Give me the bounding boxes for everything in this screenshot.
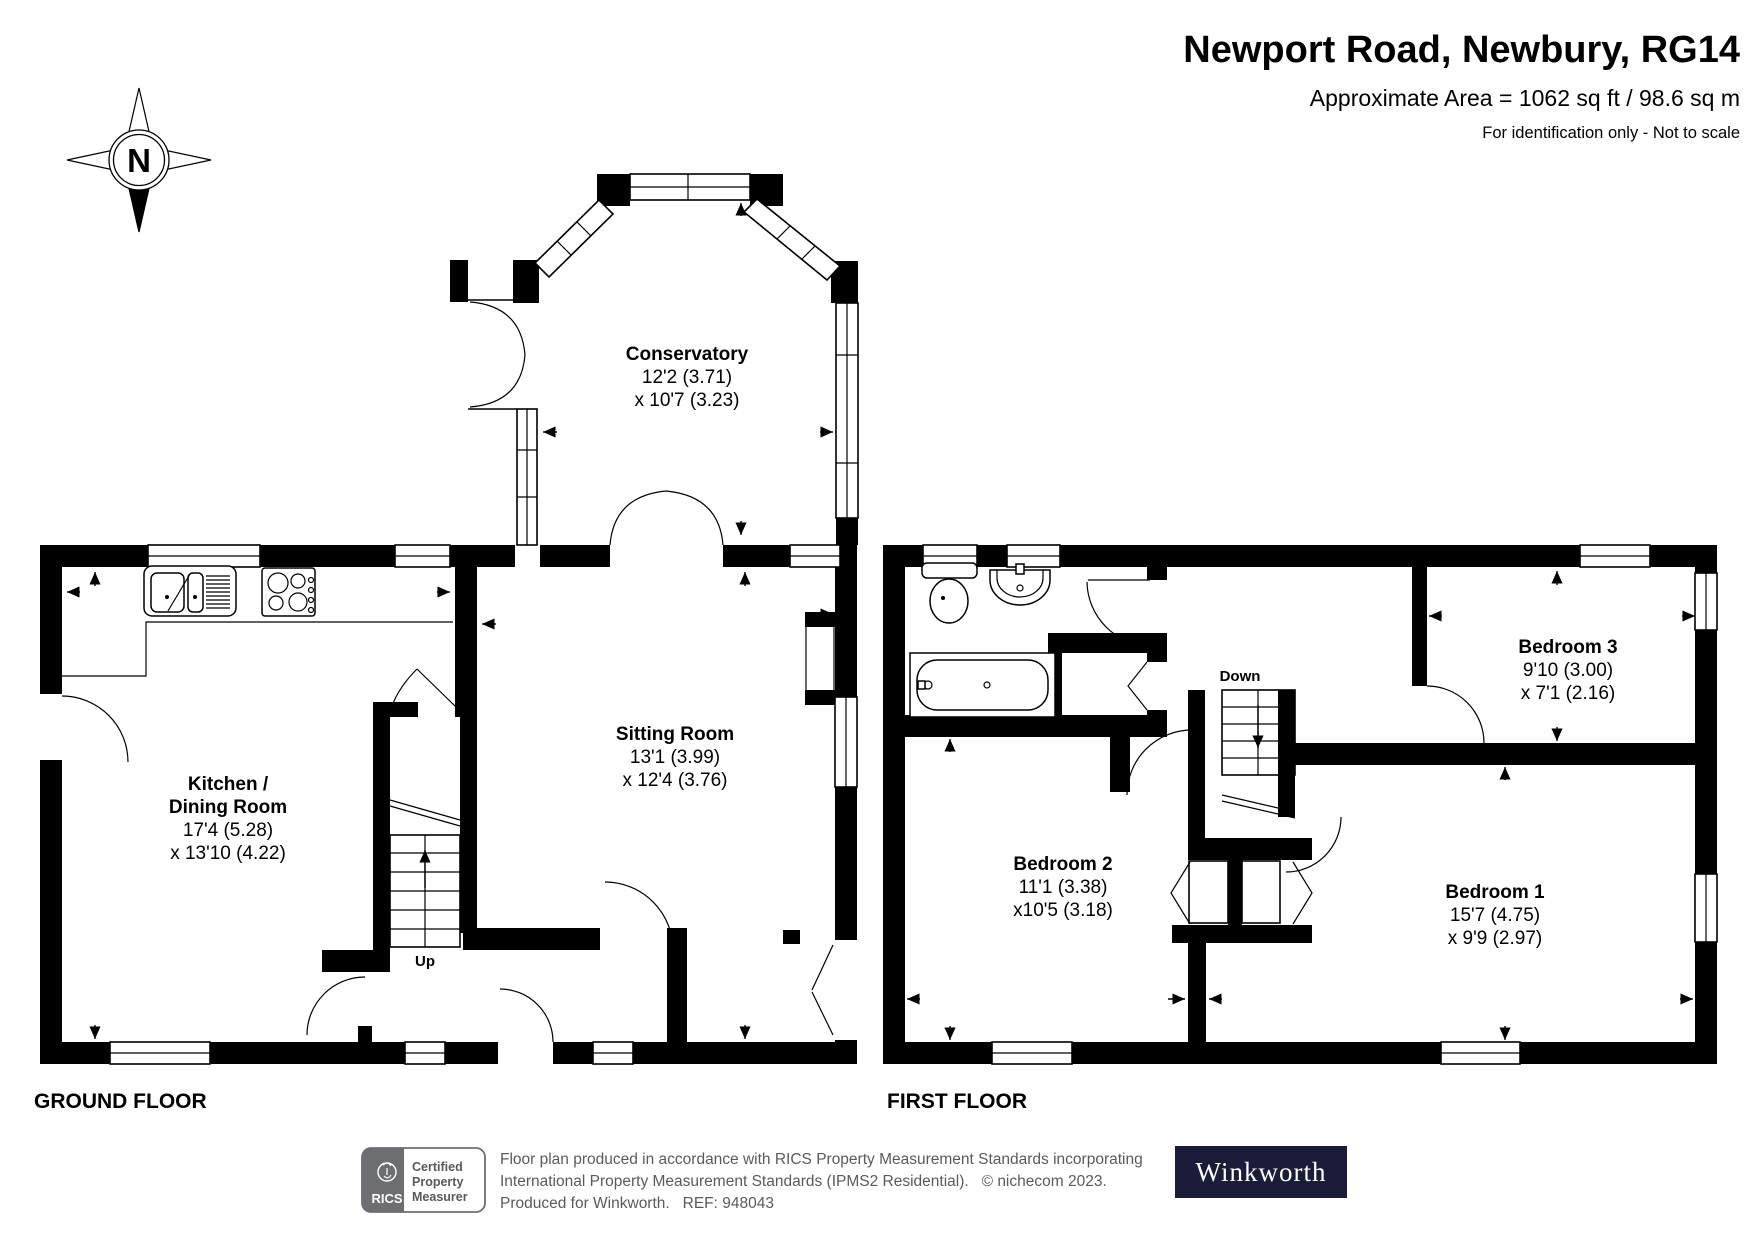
room-name: Sitting Room xyxy=(616,724,734,745)
stairs-down: Down xyxy=(1220,668,1296,819)
footer-disclaimer-text: Floor plan produced in accordance with R… xyxy=(500,1151,1143,1212)
closet-bifold-door xyxy=(1170,861,1191,925)
room-dim: x10'5 (3.18) xyxy=(1013,900,1113,921)
room-dim: 15'7 (4.75) xyxy=(1450,905,1540,926)
bedroom3-label: Bedroom 3 9'10 (3.00) x 7'1 (2.16) xyxy=(1518,637,1617,704)
kitchen-counter xyxy=(62,621,453,677)
stairs-down-label: Down xyxy=(1220,668,1261,685)
room-name: Conservatory xyxy=(626,344,749,365)
approximate-area: Approximate Area = 1062 sq ft / 98.6 sq … xyxy=(1310,85,1740,111)
kitchen-label: Kitchen / Dining Room 17'4 (5.28) x 13'1… xyxy=(169,774,287,864)
stairs-up-label: Up xyxy=(415,953,435,970)
first-floor-doors xyxy=(1086,579,1485,873)
first-floor-arrows xyxy=(907,571,1695,1040)
sitting-room-door-arc xyxy=(604,881,674,951)
page-title: Newport Road, Newbury, RG14 xyxy=(1183,29,1740,71)
compass-north-label: N xyxy=(127,142,151,179)
kitchen-door-arc xyxy=(61,695,129,763)
ground-floor-walls xyxy=(40,545,857,1064)
room-dim: 11'1 (3.38) xyxy=(1019,877,1108,898)
lobby-door-arc xyxy=(469,301,526,356)
ground-floor-arrows xyxy=(67,203,833,1039)
room-dim: 13'1 (3.99) xyxy=(630,747,720,768)
kitchen-hob xyxy=(261,567,316,617)
first-floor-label: FIRST FLOOR xyxy=(887,1090,1027,1113)
first-floor-interior-walls xyxy=(905,567,1695,1042)
room-dim: 9'10 (3.00) xyxy=(1523,660,1613,681)
first-floor-windows xyxy=(922,544,1718,1065)
winkworth-logo: Winkworth xyxy=(1175,1146,1347,1198)
kitchen-sink xyxy=(143,565,237,617)
patio-bifold-door xyxy=(811,944,834,991)
bedroom3-door-arc xyxy=(1426,685,1485,744)
rics-lion-icon xyxy=(377,1162,397,1182)
header: Newport Road, Newbury, RG14 Approximate … xyxy=(1183,29,1740,142)
conservatory-door-arc xyxy=(609,490,667,546)
bedroom2-label: Bedroom 2 11'1 (3.38) x10'5 (3.18) xyxy=(1013,854,1113,921)
ground-floor-doors xyxy=(61,695,834,1043)
room-name: Bedroom 1 xyxy=(1445,882,1545,903)
winkworth-brand: Winkworth xyxy=(1196,1157,1327,1187)
toilet xyxy=(921,562,978,624)
room-dim: x 12'4 (3.76) xyxy=(622,770,727,791)
room-name: Bedroom 3 xyxy=(1518,637,1617,658)
room-name: Kitchen / xyxy=(188,774,269,795)
room-dim: x 7'1 (2.16) xyxy=(1521,683,1615,704)
cert-line1: Certified xyxy=(412,1160,463,1174)
cert-line2: Property xyxy=(412,1175,463,1189)
room-dim: x 10'7 (3.23) xyxy=(634,390,739,411)
room-dim: 12'2 (3.71) xyxy=(642,367,732,388)
room-dim: x 9'9 (2.97) xyxy=(1448,928,1542,949)
stairs-up: Up xyxy=(389,668,461,970)
ground-floor-windows xyxy=(109,544,858,1065)
basin xyxy=(989,563,1051,606)
front-door-arc xyxy=(499,988,554,1043)
conservatory-structure xyxy=(450,173,859,546)
bedroom2-door-arc xyxy=(1126,729,1193,796)
conservatory-label: Conservatory 12'2 (3.71) x 10'7 (3.23) xyxy=(626,344,749,411)
kitchen-fixtures xyxy=(62,565,453,677)
footer-line1: Floor plan produced in accordance with R… xyxy=(500,1151,1143,1168)
ground-floor-plan: Up xyxy=(34,173,859,1113)
sitting-room-label: Sitting Room 13'1 (3.99) x 12'4 (3.76) xyxy=(616,724,734,791)
room-dim: x 13'10 (4.22) xyxy=(170,843,286,864)
rics-brand: RICS xyxy=(371,1191,402,1206)
room-dim: 17'4 (5.28) xyxy=(183,820,273,841)
footer: RICS Certified Property Measurer Floor p… xyxy=(361,1146,1347,1213)
bedroom1-door-arc xyxy=(1285,816,1342,873)
bathroom-door-arc xyxy=(1086,581,1153,647)
ground-floor-interior-walls xyxy=(322,567,800,1042)
bedroom1-label: Bedroom 1 15'7 (4.75) x 9'9 (2.97) xyxy=(1445,882,1545,949)
disclaimer: For identification only - Not to scale xyxy=(1482,124,1740,142)
bathroom-fixtures xyxy=(909,562,1056,718)
ground-floor-label: GROUND FLOOR xyxy=(34,1090,207,1113)
hall-kitchen-door-arc xyxy=(306,976,366,1036)
compass-icon: N xyxy=(66,87,212,233)
first-floor-walls xyxy=(883,545,1717,1064)
closet-bifold-door xyxy=(1127,661,1148,711)
chimney-breast xyxy=(805,612,835,705)
rics-logo: RICS Certified Property Measurer xyxy=(361,1147,486,1213)
room-name: Bedroom 2 xyxy=(1013,854,1112,875)
cert-line3: Measurer xyxy=(412,1190,468,1204)
closet-bifold-door xyxy=(1292,861,1313,925)
footer-line3: Produced for Winkworth. REF: 948043 xyxy=(500,1195,774,1212)
room-name: Dining Room xyxy=(169,797,287,818)
first-floor-plan: Down xyxy=(883,544,1718,1113)
bathtub xyxy=(909,652,1056,718)
footer-line2: International Property Measurement Stand… xyxy=(500,1173,1107,1190)
